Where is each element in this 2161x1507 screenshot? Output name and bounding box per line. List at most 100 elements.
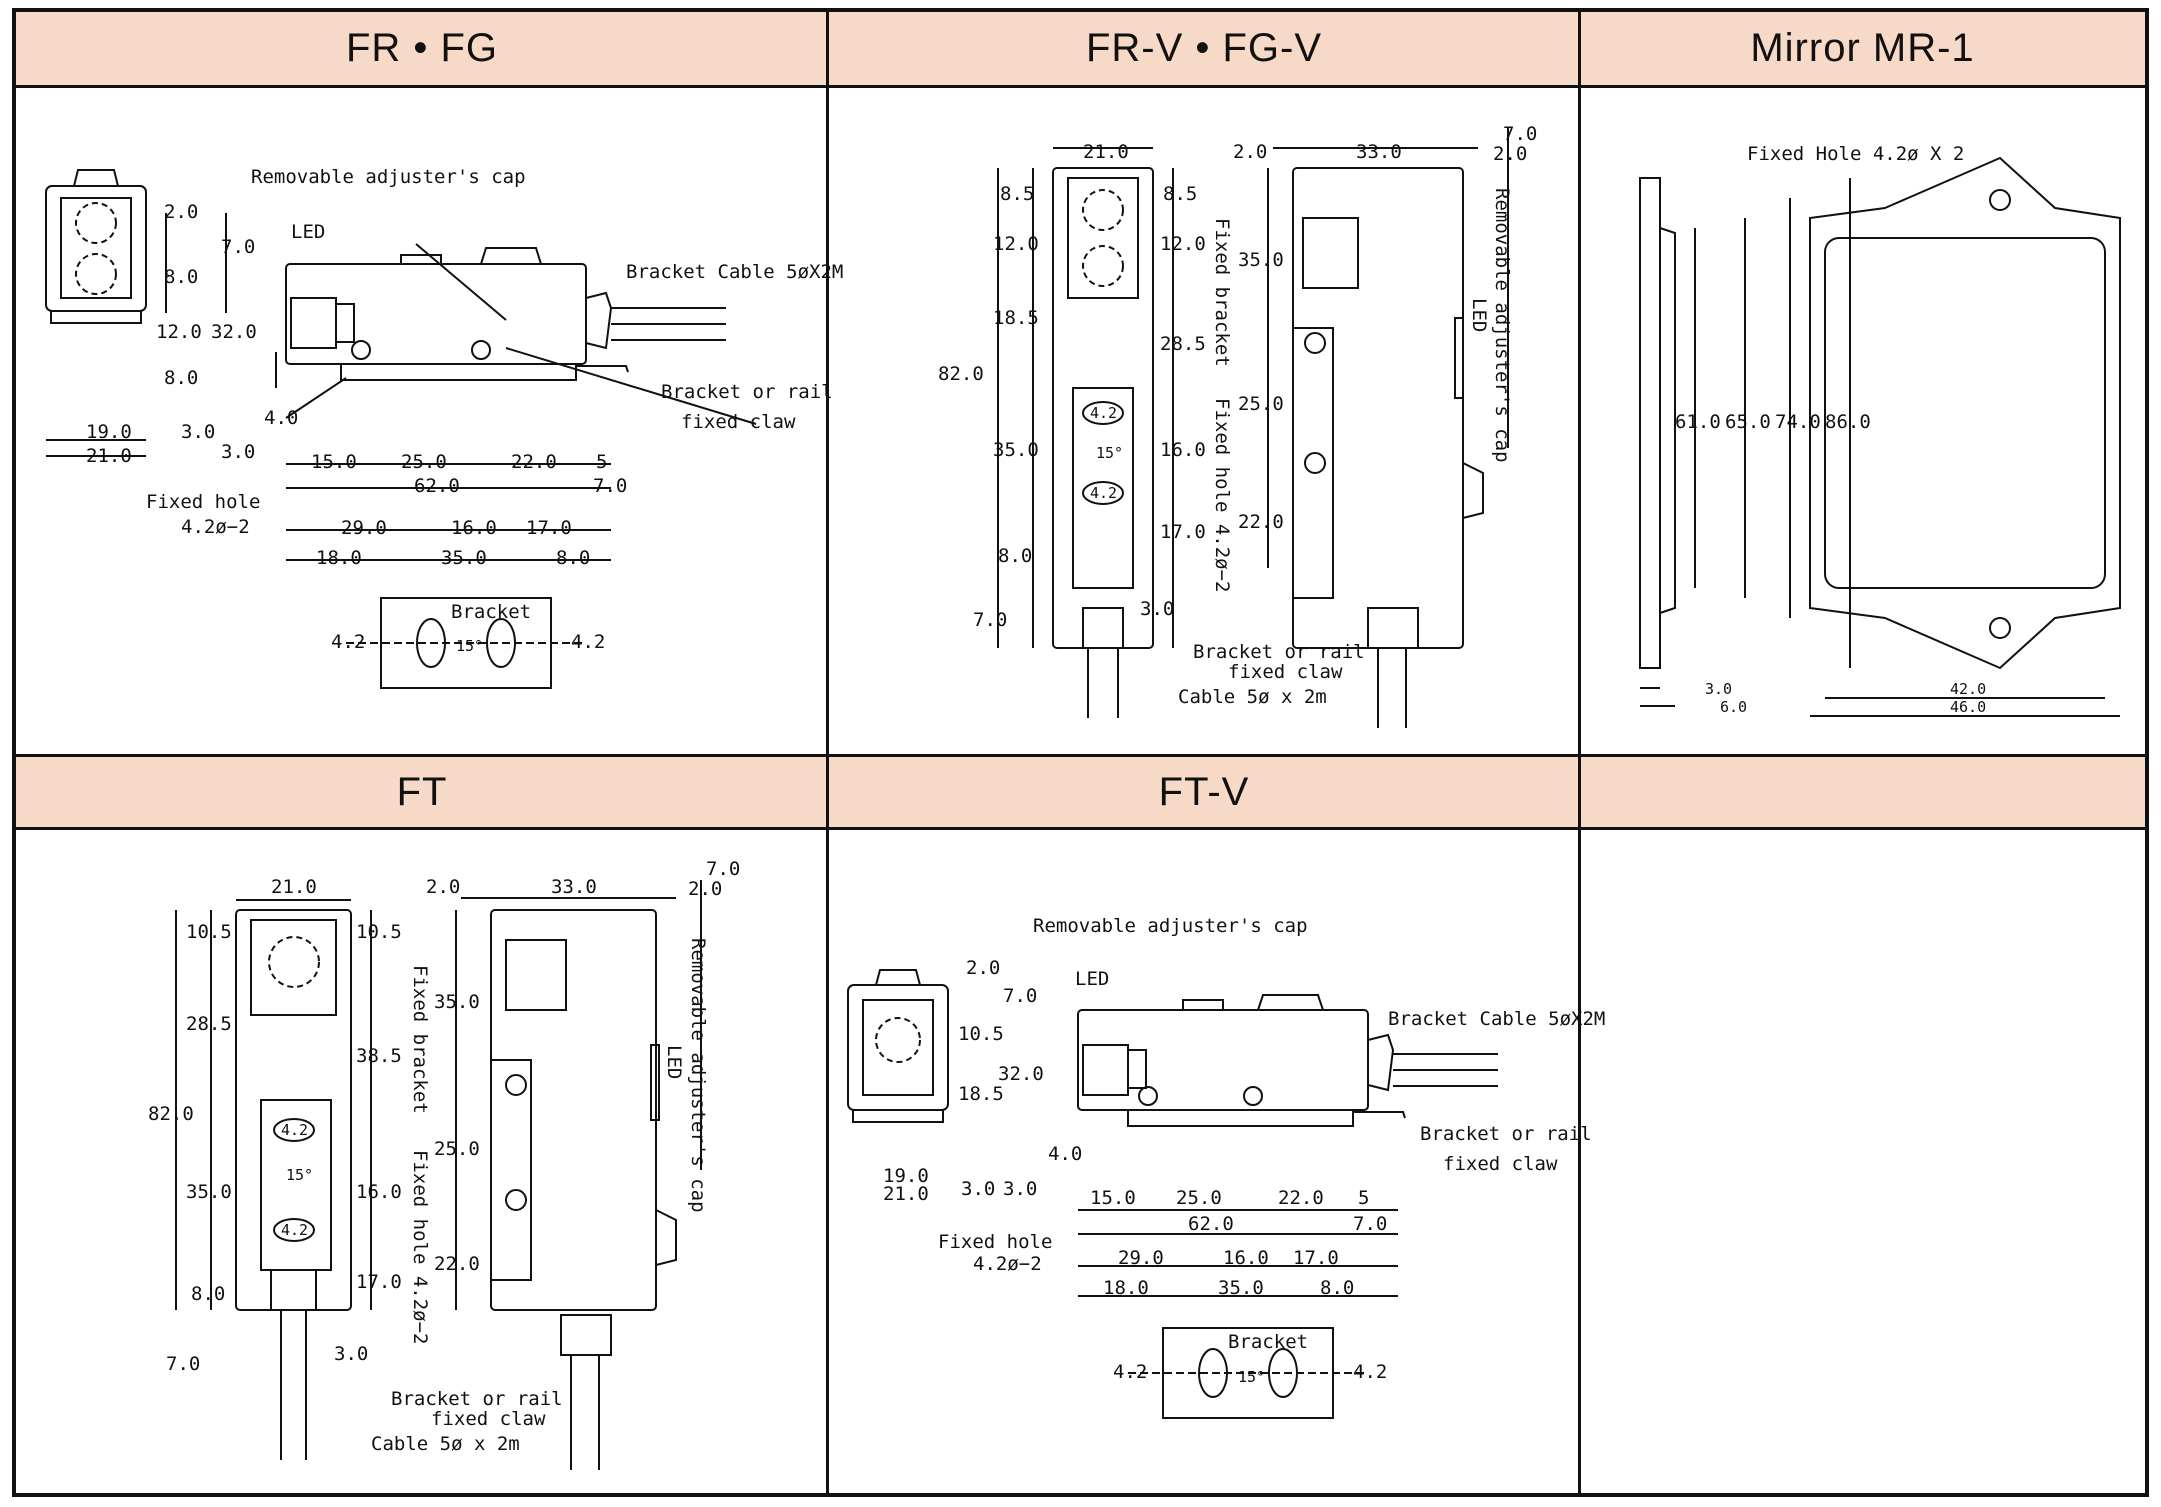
dim-label: 19.0	[86, 421, 132, 443]
dim-label: 74.0	[1775, 411, 1821, 433]
adjuster-cap-side	[1257, 994, 1324, 1011]
dim-label: 2.0	[1233, 141, 1267, 163]
dim-label: 7.0	[973, 609, 1007, 631]
dim-label: 18.5	[958, 1083, 1004, 1105]
dim-label: 8.0	[164, 367, 198, 389]
label-fixed-bracket: Fixed bracket	[409, 965, 431, 1114]
dim-label: 28.5	[186, 1013, 232, 1035]
label-fixed-hole: Fixed hole 4.2ø−2	[1211, 398, 1233, 592]
label-bracket: Bracket	[1228, 1331, 1308, 1353]
header-mirror: Mirror MR-1	[1580, 12, 2145, 88]
panel-title: Mirror MR-1	[1750, 26, 1975, 70]
reflector-area	[1824, 237, 2106, 589]
dim-label: 18.5	[993, 307, 1039, 329]
header-empty	[1580, 754, 2145, 830]
dim-label: 4.2	[571, 631, 605, 653]
dim-label: 22.0	[511, 451, 557, 473]
dim-label: 25.0	[1238, 393, 1284, 415]
adjuster-cap	[655, 1209, 677, 1266]
front-base	[50, 310, 142, 324]
dim-label: 16.0	[1223, 1247, 1269, 1269]
dim-label: 7.0	[1353, 1213, 1387, 1235]
label-bracket-rail-2: fixed claw	[431, 1408, 546, 1430]
adjuster-cap	[1462, 462, 1484, 519]
label-bracket-rail-1: Bracket or rail	[391, 1388, 563, 1410]
lens-window	[1067, 177, 1139, 299]
sensor-side-body	[1292, 167, 1464, 649]
dim-label: 3.0	[961, 1178, 995, 1200]
dim-label: 4.2	[281, 1121, 308, 1139]
dim-label: 21.0	[86, 445, 132, 467]
dim-label: 25.0	[434, 1138, 480, 1160]
label-bracket: Bracket	[451, 601, 531, 623]
dim-label: 8.5	[1000, 183, 1034, 205]
dim-label: 25.0	[401, 451, 447, 473]
dim-label: 65.0	[1725, 411, 1771, 433]
lens-lower	[75, 253, 117, 295]
header-frv-fgv: FR-V • FG-V	[828, 12, 1580, 88]
dim-label: 35.0	[993, 439, 1039, 461]
label-led: LED	[1075, 968, 1109, 990]
dim-label: 3.0	[1705, 680, 1732, 698]
dim-label: 4.0	[264, 407, 298, 429]
mirror-outline	[1809, 156, 2121, 670]
grid-divider	[826, 12, 829, 1493]
label-removable-cap: Removable adjuster's cap	[687, 938, 709, 1213]
dim-label: 33.0	[551, 876, 597, 898]
dim-label: 3.0	[1140, 598, 1174, 620]
dim-label: 16.0	[451, 517, 497, 539]
dim-label: 3.0	[221, 441, 255, 463]
label-bracket-rail-1: Bracket or rail	[1193, 641, 1365, 663]
dim-label: 4.2	[281, 1221, 308, 1239]
label-led: LED	[1468, 298, 1490, 332]
dim-label: 15°	[286, 1166, 313, 1184]
dim-label: 35.0	[186, 1181, 232, 1203]
dim-label: 21.0	[883, 1183, 929, 1205]
dim-label: 15°	[456, 637, 483, 655]
label-fixed-hole: Fixed hole 4.2ø−2	[409, 1150, 431, 1344]
label-bracket-rail-1: Bracket or rail	[661, 381, 833, 403]
bracket-foot	[340, 364, 577, 381]
dim-label: 17.0	[356, 1271, 402, 1293]
dim-label: 10.5	[356, 921, 402, 943]
label-led: LED	[663, 1045, 685, 1079]
dim-label: 35.0	[434, 991, 480, 1013]
dim-label: 35.0	[441, 547, 487, 569]
dim-label: 22.0	[1278, 1187, 1324, 1209]
label-removable-cap: Removable adjuster's cap	[1033, 915, 1308, 937]
dim-label: 15°	[1238, 1368, 1265, 1386]
dim-label: 19.0	[883, 1165, 929, 1187]
dim-label: 16.0	[1160, 439, 1206, 461]
header-fr-fg: FR • FG	[16, 12, 828, 88]
led-bump	[400, 254, 442, 265]
dim-label: 21.0	[271, 876, 317, 898]
dim-label: 8.0	[164, 266, 198, 288]
label-bracket-rail-2: fixed claw	[681, 411, 796, 433]
label-led: LED	[291, 221, 325, 243]
dim-label: 3.0	[181, 421, 215, 443]
rail-claw	[576, 365, 629, 373]
dim-label: 7.0	[706, 858, 740, 880]
dim-label: 18.0	[1103, 1277, 1149, 1299]
dim-label: 7.0	[1003, 985, 1037, 1007]
label-bracket-rail-2: fixed claw	[1443, 1153, 1558, 1175]
label-bracket-rail-1: Bracket or rail	[1420, 1123, 1592, 1145]
drawing-frv-fgv: 21.0 8.5 8.5 12.0 12.0 18.5 28.5 82.0 35…	[938, 123, 1537, 728]
mount-hole-top	[1989, 189, 2011, 211]
dim-label: 35.0	[1238, 249, 1284, 271]
dimension-sheet: FR • FG FR-V • FG-V Mirror MR-1 FT FT-V	[12, 8, 2149, 1497]
dim-label: 12.0	[156, 321, 202, 343]
dim-label: 42.0	[1950, 680, 1986, 698]
drawing-mirror: Fixed Hole 4.2ø X 2 61.0 65.0 74.0 86.0 …	[1639, 143, 2121, 717]
dim-label: 8.0	[1320, 1277, 1354, 1299]
dim-label: 8.0	[998, 545, 1032, 567]
side-lens	[290, 297, 337, 349]
sensor-front-body	[235, 909, 352, 1311]
label-removable-cap: Removable adjuster's cap	[1491, 188, 1513, 463]
panel-title: FR-V • FG-V	[1085, 26, 1323, 70]
dim-label: 25.0	[1176, 1187, 1222, 1209]
dim-label: 4.2	[1090, 484, 1117, 502]
dim-label: 32.0	[998, 1063, 1044, 1085]
label-bracket-cable: Bracket Cable 5øX2M	[1388, 1008, 1605, 1030]
cable-gland	[1082, 607, 1124, 649]
